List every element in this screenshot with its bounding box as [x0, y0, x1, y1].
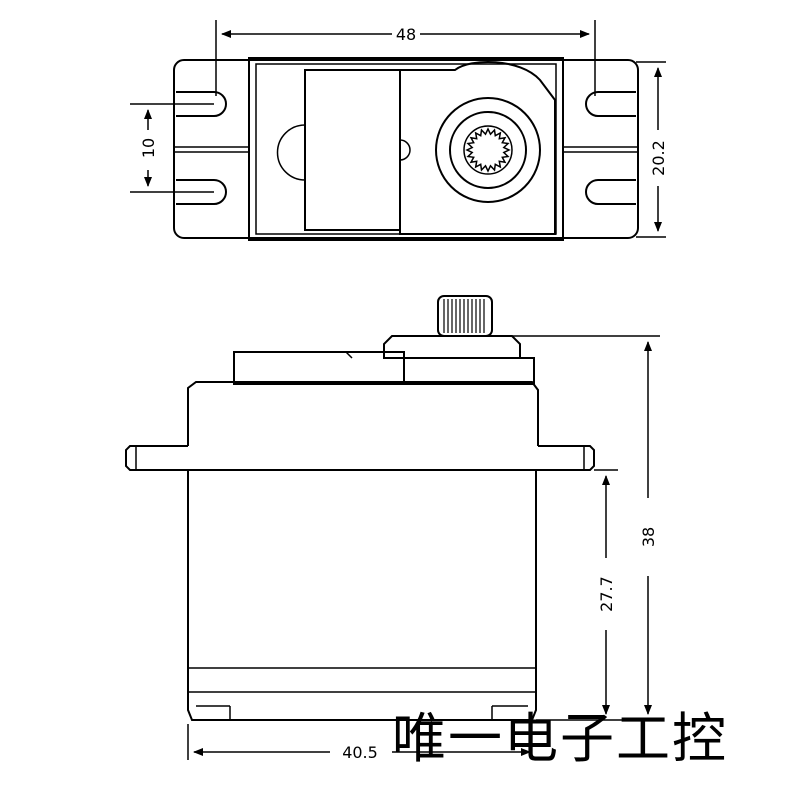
- mounting-slot-right-top: [585, 91, 636, 117]
- gear-housing: [403, 357, 535, 385]
- output-spline-icon: [437, 295, 493, 337]
- servo-body-inner: [255, 63, 557, 235]
- dimension-body-width: 40.5: [187, 724, 531, 762]
- dimension-top-width: 48: [215, 20, 596, 96]
- dimension-top-depth: 20.2: [636, 61, 668, 238]
- top-raised-block: [233, 351, 405, 385]
- servo-body-top: [248, 57, 564, 241]
- front-view: [125, 295, 595, 721]
- top-view: [173, 57, 639, 241]
- dim-lower-height-label: 27.7: [597, 576, 616, 612]
- dim-slot-spacing-label: 10: [139, 138, 158, 158]
- dim-top-width-label: 48: [396, 25, 416, 44]
- mounting-plate-outline: [173, 59, 639, 239]
- shaft-housing: [399, 61, 556, 235]
- mounting-slot-right-bottom: [585, 179, 636, 205]
- mounting-flange: [125, 445, 595, 471]
- dim-body-width-label: 40.5: [342, 743, 378, 762]
- mounting-slot-left-bottom: [176, 179, 227, 205]
- watermark-text: 唯一电子工控: [392, 707, 728, 770]
- dim-total-height-label: 38: [639, 527, 658, 547]
- dimension-lower-height: 27.7: [594, 469, 618, 715]
- dim-top-depth-label: 20.2: [649, 140, 668, 176]
- dimension-total-height: 38: [512, 335, 660, 721]
- case-block: [304, 69, 401, 231]
- lower-case: [187, 470, 537, 721]
- upper-case: [187, 381, 539, 446]
- dimension-slot-spacing: 10: [130, 103, 214, 193]
- spline-icon: [465, 127, 511, 173]
- output-gear-outer: [435, 97, 541, 203]
